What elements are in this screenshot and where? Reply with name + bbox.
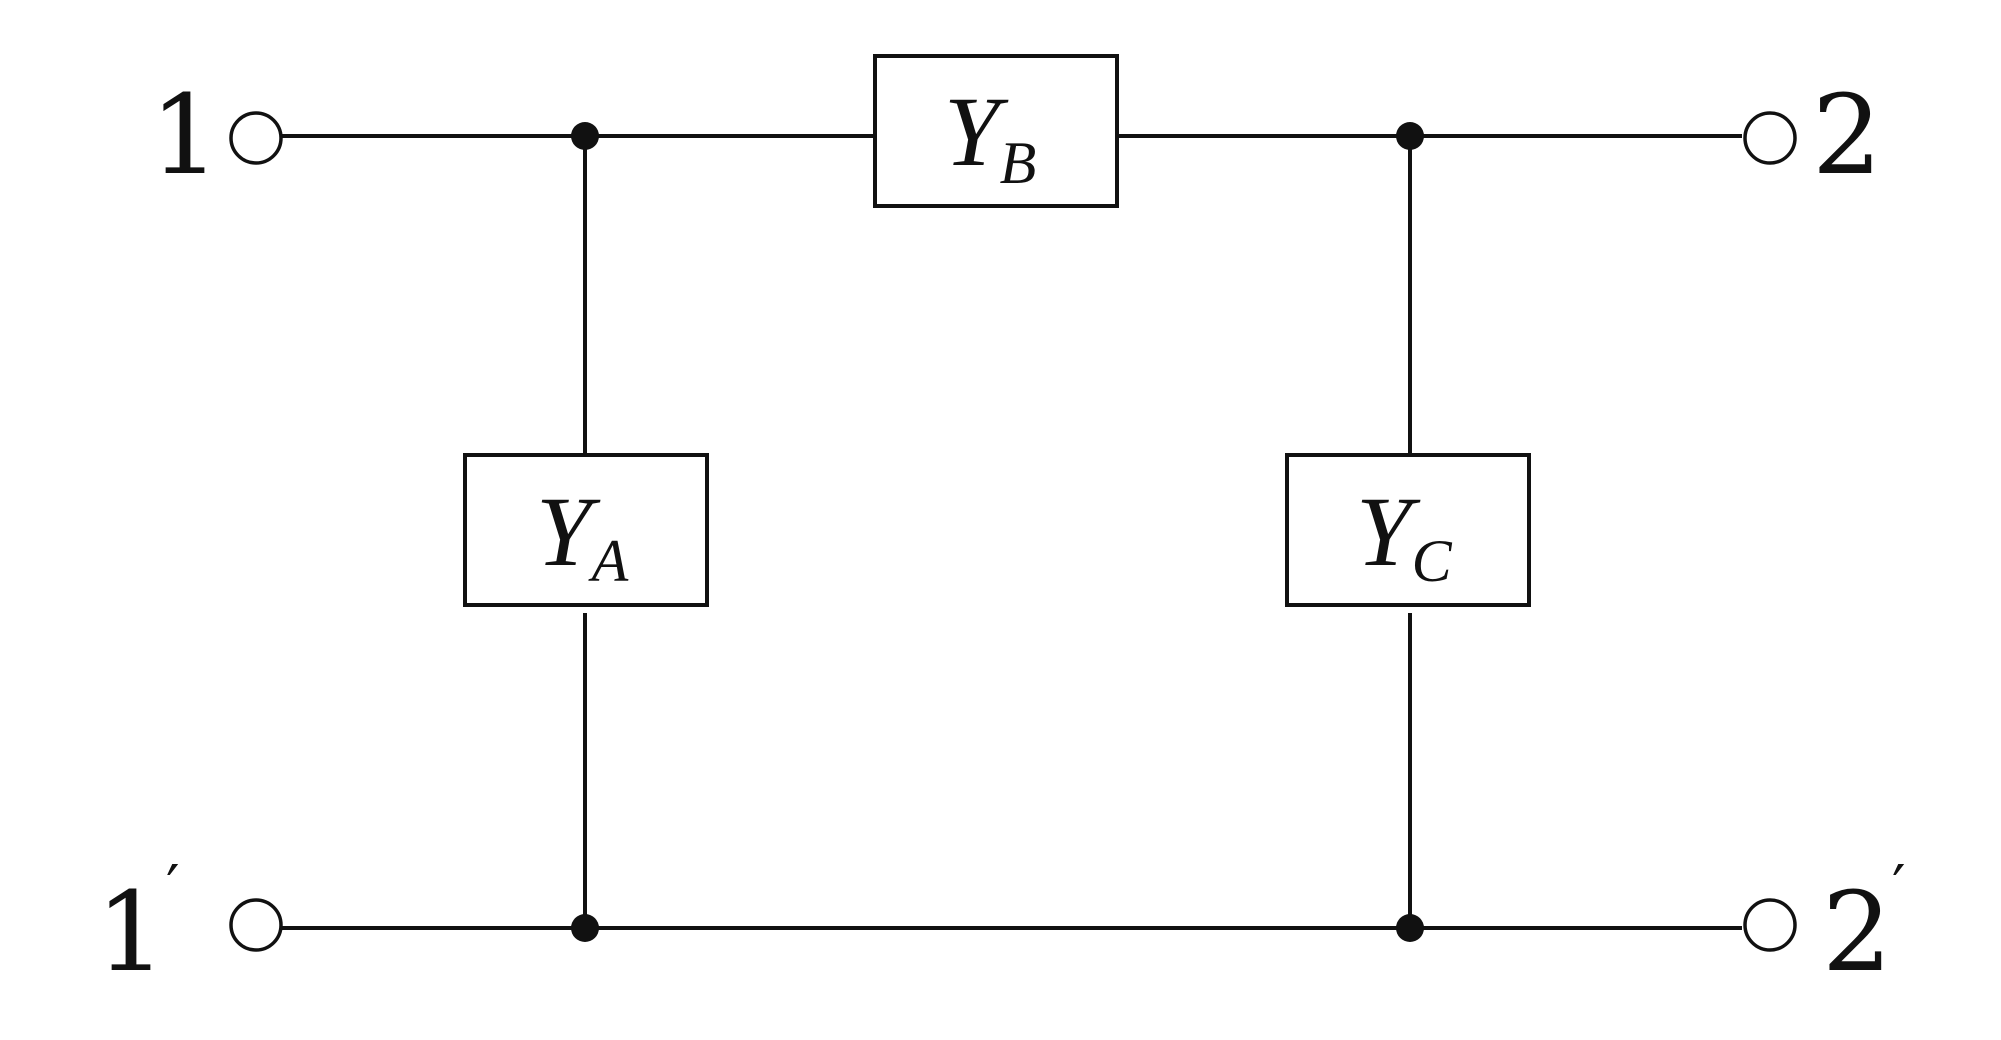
admittance-yc-label: YC <box>1356 476 1453 594</box>
admittance-ya-box <box>463 453 709 607</box>
terminal-2-prime-mark: ′ <box>1892 853 1906 923</box>
terminal-2-prime-number: 2 <box>1822 868 1892 996</box>
wires <box>282 134 1742 930</box>
terminals <box>229 111 1797 952</box>
admittance-ya-label: YA <box>536 476 629 594</box>
junction-node-bottom-right <box>1396 914 1424 942</box>
terminal-1-number: 1 <box>150 71 220 199</box>
admittance-yc: YC <box>1285 453 1531 607</box>
admittance-yc-symbol: Y <box>1356 476 1421 587</box>
admittance-yc-box <box>1285 453 1531 607</box>
junction-node-bottom-left <box>571 914 599 942</box>
terminal-1-prime-mark: ′ <box>166 853 180 923</box>
admittance-ya-symbol: Y <box>536 476 601 587</box>
admittance-yc-subscript: C <box>1412 528 1453 594</box>
junction-node-top-left <box>571 122 599 150</box>
terminal-2-prime-label: 2′ <box>1822 853 1906 996</box>
admittance-yb-subscript: B <box>1000 130 1037 196</box>
admittance-yb-box <box>873 54 1119 208</box>
terminal-1-prime-number: 1 <box>96 868 166 996</box>
admittance-ya: YA <box>463 453 709 607</box>
terminal-1 <box>229 111 283 165</box>
admittance-yb: YB <box>873 54 1119 208</box>
terminal-2-label: 2 <box>1812 71 1882 199</box>
admittance-yb-label: YB <box>944 76 1036 196</box>
admittance-ya-subscript: A <box>588 528 629 594</box>
terminal-1-prime <box>229 898 283 952</box>
terminal-2-number: 2 <box>1812 71 1882 199</box>
terminal-1-prime-label: 1′ <box>96 853 180 996</box>
junction-node-top-right <box>1396 122 1424 150</box>
terminal-labels: 1 1′ 2 2′ <box>96 71 1906 996</box>
junction-nodes <box>571 122 1424 942</box>
terminal-2 <box>1743 111 1797 165</box>
admittance-yb-symbol: Y <box>944 76 1009 187</box>
terminal-2-prime <box>1743 898 1797 952</box>
terminal-1-label: 1 <box>150 71 220 199</box>
